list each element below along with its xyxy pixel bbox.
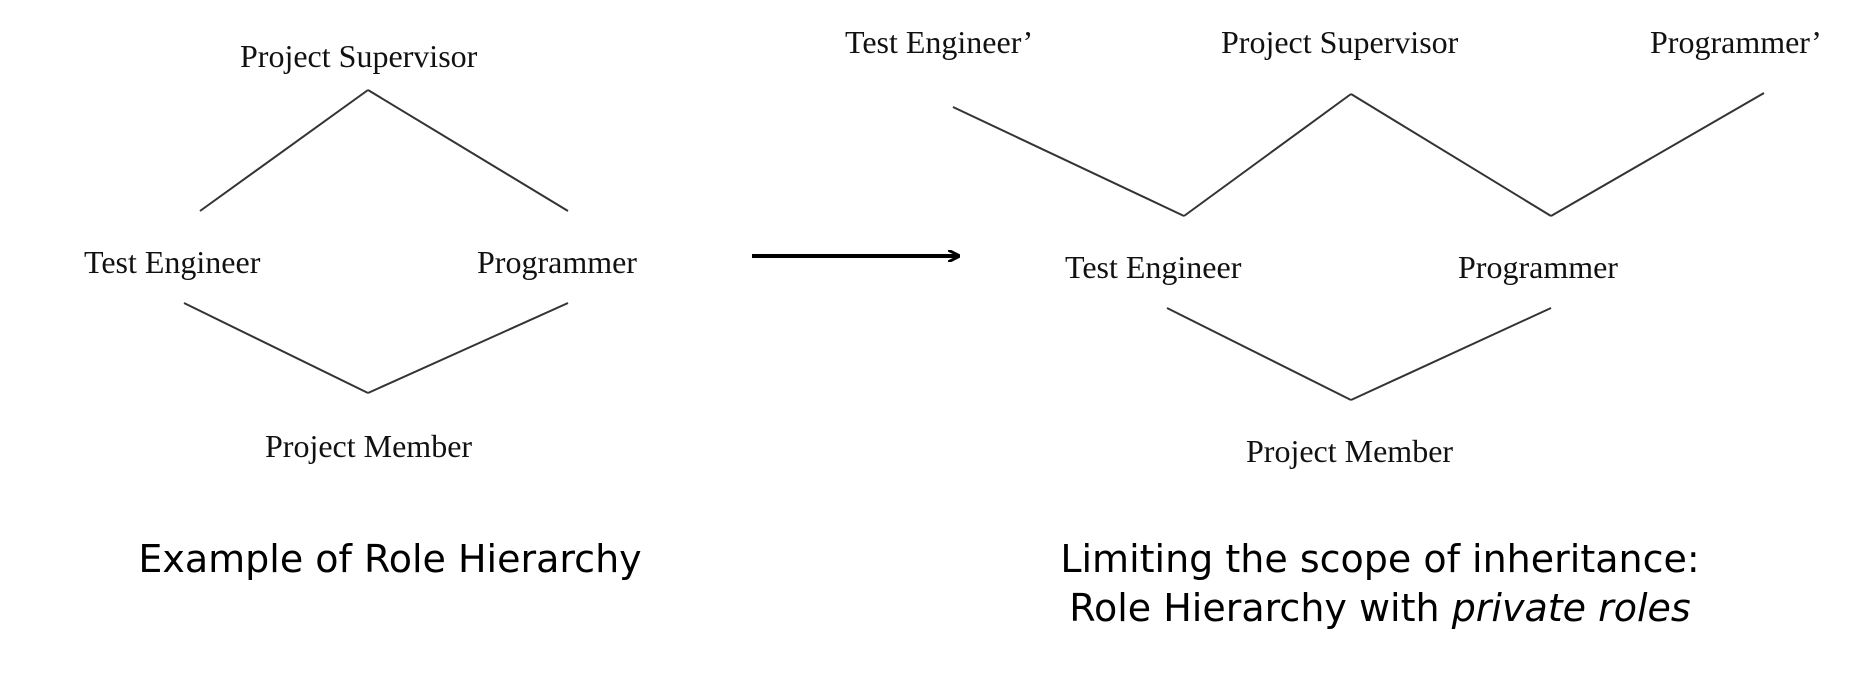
node-programmer: Programmer	[477, 244, 637, 280]
edge-programmer-member-right	[1350, 307, 1552, 401]
node-project-member: Project Member	[265, 428, 473, 464]
edge-test-engineer-member	[183, 302, 369, 394]
node-project-supervisor-right: Project Supervisor	[1221, 24, 1459, 60]
caption-right-line1: Limiting the scope of inheritance:	[1060, 537, 1700, 581]
node-project-member-right: Project Member	[1246, 433, 1454, 469]
node-test-engineer: Test Engineer	[84, 244, 261, 280]
node-private-programmer: Programmer’	[1650, 24, 1822, 60]
node-programmer-right: Programmer	[1458, 249, 1618, 285]
caption-right-line2-emphasis: private roles	[1451, 586, 1691, 631]
edge-supervisor-test-engineer	[199, 89, 369, 212]
caption-left: Example of Role Hierarchy	[138, 537, 642, 581]
edge-programmer-member	[367, 302, 569, 394]
edge-supervisor-test-engineer-right	[1183, 93, 1352, 217]
caption-right-line2: Role Hierarchy with private roles	[1000, 584, 1760, 633]
node-test-engineer-right: Test Engineer	[1065, 249, 1242, 285]
edge-private-test-engineer-test-engineer	[952, 106, 1185, 217]
edge-supervisor-programmer	[367, 89, 569, 212]
edge-supervisor-programmer-right	[1350, 93, 1552, 217]
edge-private-programmer-programmer	[1550, 92, 1765, 217]
caption-right: Limiting the scope of inheritance: Role …	[1000, 535, 1760, 634]
caption-right-line2-prefix: Role Hierarchy with	[1069, 586, 1452, 631]
edge-test-engineer-member-right	[1166, 307, 1352, 401]
node-project-supervisor: Project Supervisor	[240, 38, 478, 74]
node-private-test-engineer: Test Engineer’	[845, 24, 1034, 60]
